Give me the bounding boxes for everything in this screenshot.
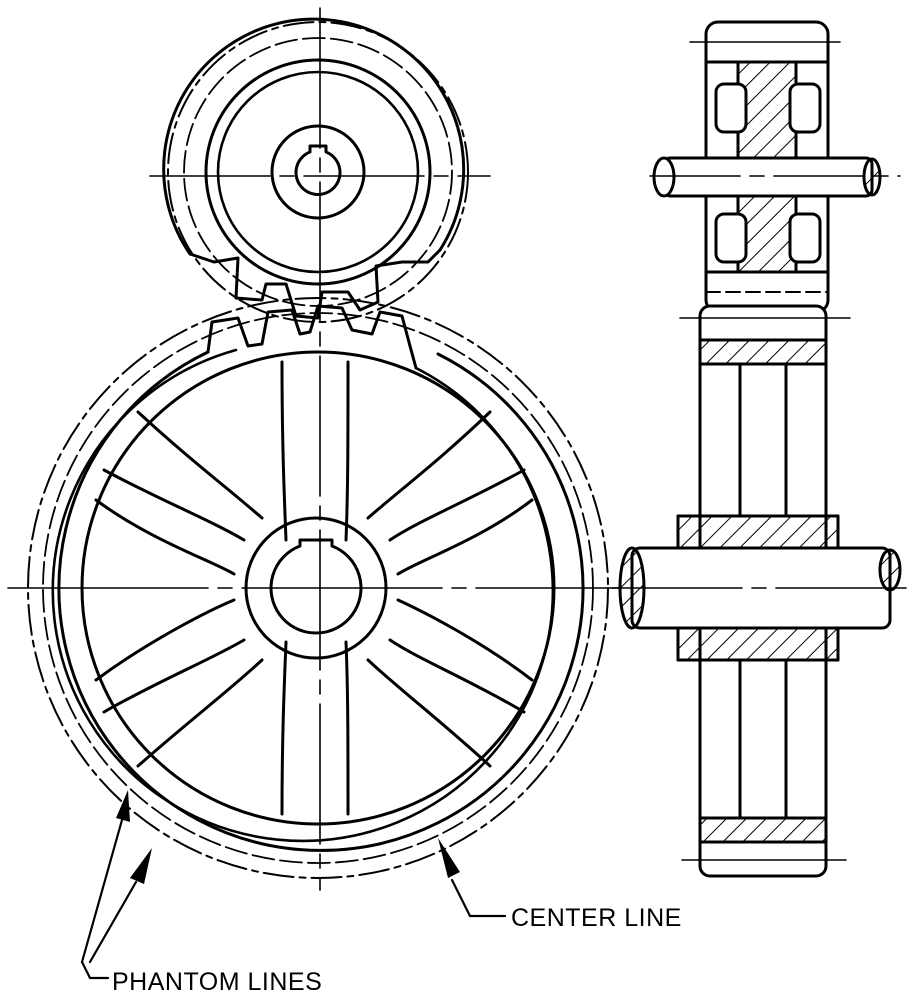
large-gear-bore-keyway bbox=[269, 538, 363, 635]
spoke-top-left bbox=[280, 360, 288, 542]
spoke-top-right bbox=[366, 410, 492, 520]
phantom-leader-1 bbox=[80, 818, 124, 964]
side-view bbox=[611, 20, 911, 878]
phantom-lines-label: PHANTOM LINES bbox=[112, 968, 322, 996]
pinion-web-inner bbox=[216, 70, 420, 274]
pinion-teeth bbox=[188, 248, 442, 320]
pinion-hub bbox=[270, 124, 366, 220]
spoke-right bbox=[396, 498, 534, 576]
side-view-center-lines bbox=[611, 41, 911, 861]
spoke-bottom bbox=[344, 640, 350, 816]
spoke-top-left-2 bbox=[102, 468, 246, 542]
pinion-pitch-circle bbox=[183, 37, 453, 307]
leader-lines bbox=[80, 818, 507, 980]
arrowhead-phantom-2 bbox=[130, 848, 152, 884]
arrowhead-center-line bbox=[438, 838, 460, 878]
spoke-bottom-left bbox=[136, 658, 264, 768]
spoke-left bbox=[94, 598, 236, 682]
spoke-bottom-right bbox=[388, 638, 526, 714]
pinion-bore-keyway bbox=[294, 144, 342, 196]
center-line-label: CENTER LINE bbox=[511, 904, 682, 932]
pinion-rim bbox=[162, 17, 466, 256]
large-gear-rim-outer bbox=[57, 350, 585, 852]
large-gear-spokes bbox=[94, 360, 534, 816]
pinion-front-view bbox=[162, 17, 469, 323]
center-line-leader bbox=[450, 878, 507, 918]
leader-arrowheads bbox=[116, 790, 460, 884]
large-gear-teeth bbox=[206, 304, 418, 370]
pinion-phantom-outer bbox=[167, 21, 469, 323]
phantom-leader-2 bbox=[88, 880, 138, 964]
upper-shaft bbox=[652, 156, 882, 198]
pinion-web bbox=[204, 58, 432, 286]
arrowhead-phantom-1 bbox=[116, 790, 130, 822]
front-view-center-lines bbox=[7, 7, 621, 891]
